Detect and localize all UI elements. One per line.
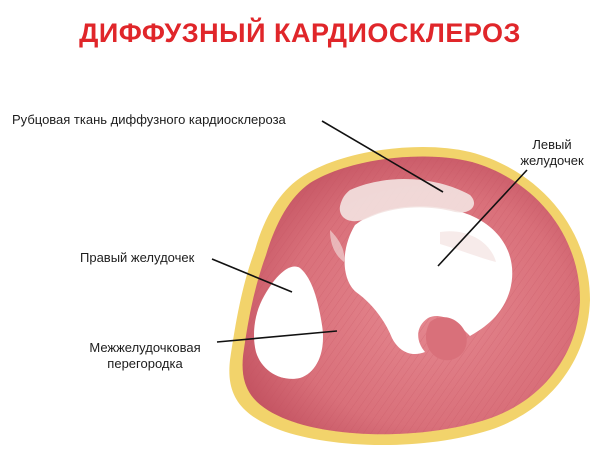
right-ventricle-cavity bbox=[254, 266, 324, 379]
leader-line-right-ventricle bbox=[211, 258, 293, 293]
label-left-ventricle-line1: Левый bbox=[532, 137, 572, 152]
leader-line-scar bbox=[321, 120, 444, 193]
page-title: ДИФФУЗНЫЙ КАРДИОСКЛЕРОЗ bbox=[79, 18, 521, 48]
leader-line-left-ventricle bbox=[437, 169, 528, 267]
label-right-ventricle: Правый желудочек bbox=[80, 250, 195, 265]
label-septum: Межжелудочковая перегородка bbox=[74, 340, 216, 372]
leader-line-septum bbox=[216, 330, 338, 343]
label-left-ventricle: Левый желудочек bbox=[506, 137, 598, 169]
label-septum-line2: перегородка bbox=[107, 356, 183, 371]
label-left-ventricle-line2: желудочек bbox=[520, 153, 584, 168]
label-scar-tissue: Рубцовая ткань диффузного кардиосклероза bbox=[12, 112, 286, 127]
label-septum-line1: Межжелудочковая bbox=[89, 340, 201, 355]
